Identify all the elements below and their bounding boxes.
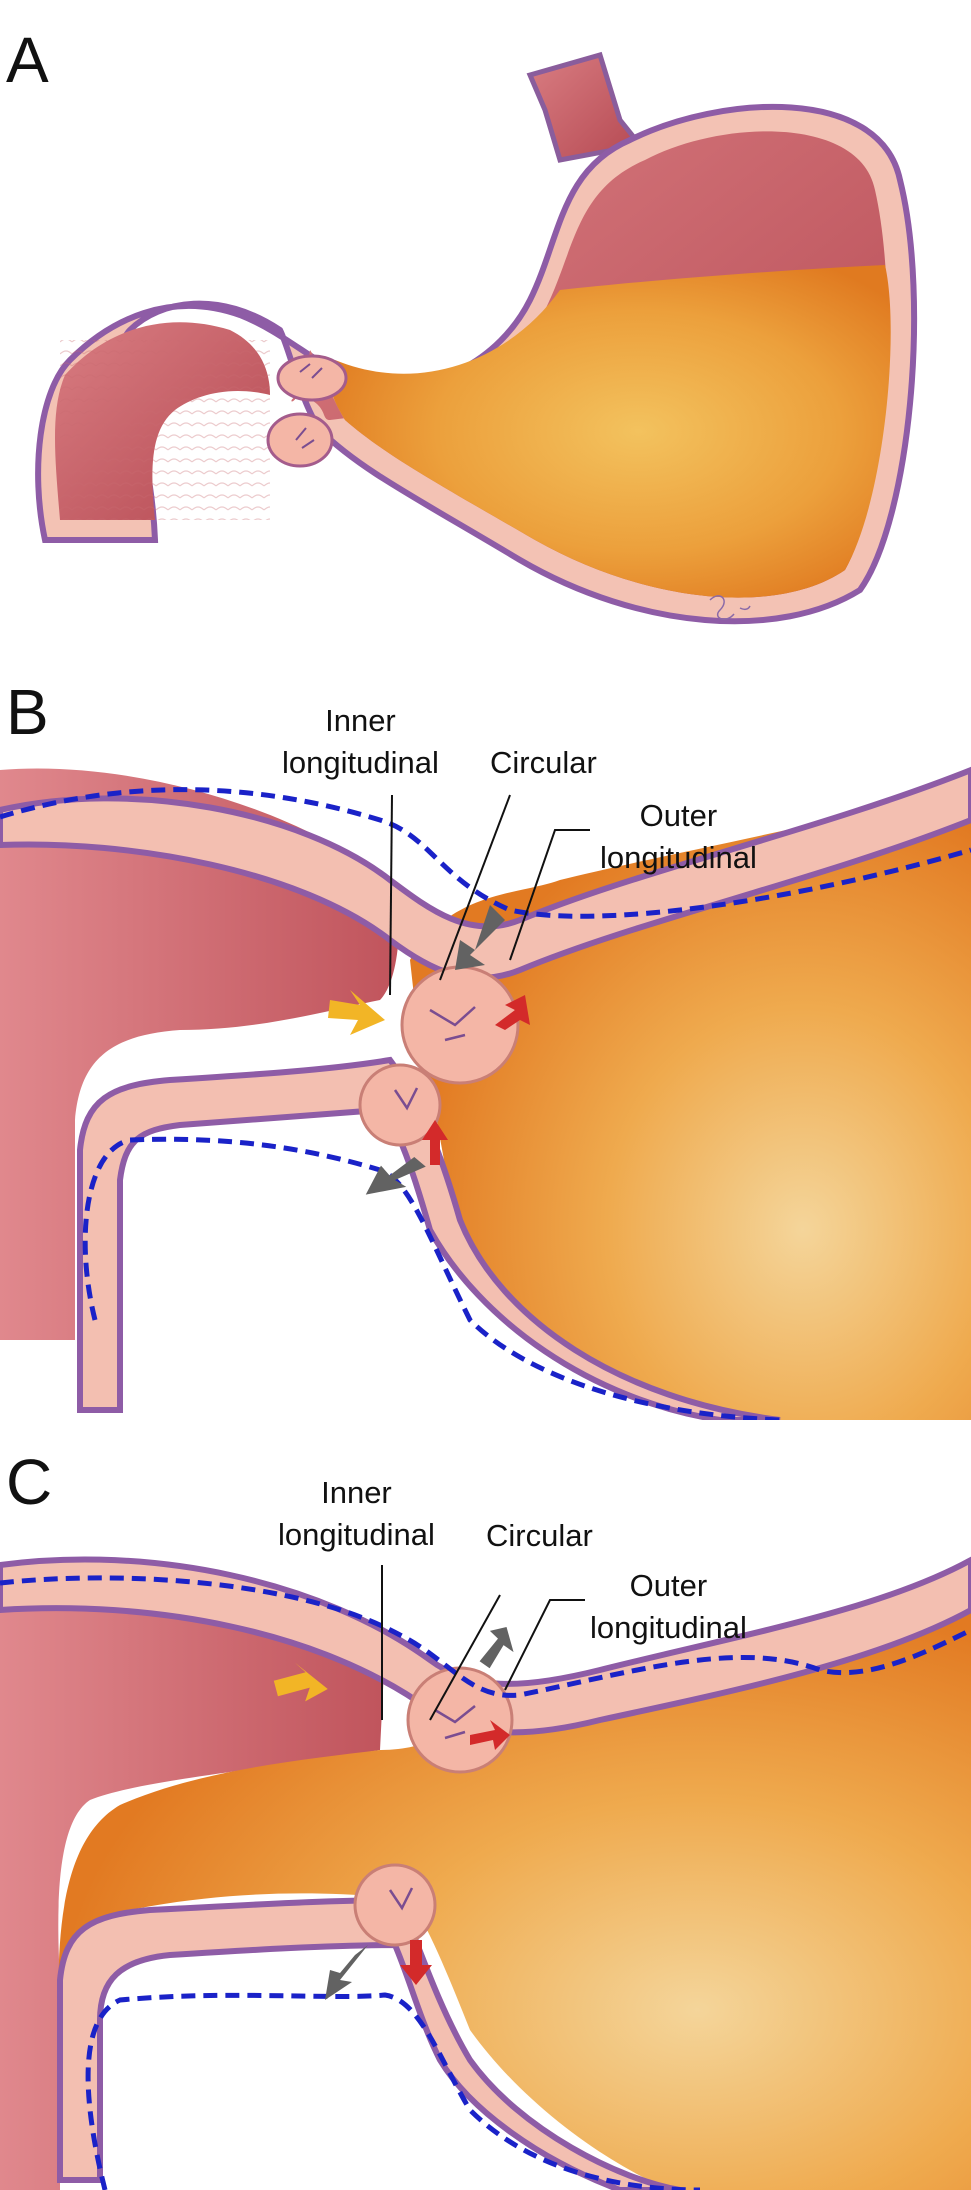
duodenum-lumen [0,1595,385,2190]
label-circular: Circular [490,745,597,780]
label-inner-longitudinal: Inner longitudinal [282,700,439,784]
label-outer-line1: Outer [639,798,718,833]
panel-letter-c: C [6,1446,53,1518]
pyloric-sphincter-lower [266,412,334,468]
leader-circular [429,1594,501,1721]
arrow-gray-lower [325,1945,368,2000]
arrow-gray-upper [479,1626,514,1669]
label-inner-longitudinal: Inner longitudinal [278,1472,435,1556]
circular-muscle-upper [406,1666,514,1774]
circular-muscle-lower [358,1063,442,1147]
dashed-outline-upper [0,787,971,919]
panel-c: C Inner longitudinal Circular Outer long… [0,1420,971,2190]
arrow-red-upper [470,1720,510,1750]
chyme [329,265,891,598]
stomach-overview-illustration [35,51,918,625]
duodenum-lumen [0,768,399,1340]
label-outer-longitudinal: Outer longitudinal [590,1565,747,1649]
arrow-red-upper [495,995,530,1030]
arrow-gray-lower [365,1157,426,1195]
panel-letter-a: A [6,24,49,96]
label-circular: Circular [486,1518,593,1553]
label-inner-line1: Inner [325,703,396,738]
panel-b: B Inner longitudinal Circular Outer long… [0,680,971,1420]
circular-muscle-lower [353,1863,437,1947]
leader-inner [389,794,393,996]
panel-letter-b: B [6,676,49,748]
leader-outer [504,1599,585,1691]
label-inner-line2: longitudinal [282,744,439,780]
label-outer-line2: longitudinal [600,839,757,875]
label-outer-line2: longitudinal [590,1609,747,1645]
pylorus-open-illustration [0,1556,971,2190]
leader-outer [509,829,590,961]
label-outer-line1: Outer [629,1568,708,1603]
label-inner-line2: longitudinal [278,1516,435,1552]
label-inner-line1: Inner [321,1475,392,1510]
pylorus-closed-illustration [0,766,971,1420]
arrow-red-lower [422,1120,448,1165]
chyme [58,1590,971,2190]
dashed-outline-upper [0,1575,971,1698]
panel-a: A [0,0,971,680]
upper-wall [0,766,971,981]
arrow-gray-upper [455,905,505,970]
leader-circular [439,794,511,981]
arrow-yellow [328,990,385,1035]
arrow-red-lower [400,1940,432,1985]
label-outer-longitudinal: Outer longitudinal [600,795,757,879]
dashed-outline-lower [85,1992,701,2190]
artist-signature [709,595,751,620]
arrow-yellow [273,1662,328,1702]
